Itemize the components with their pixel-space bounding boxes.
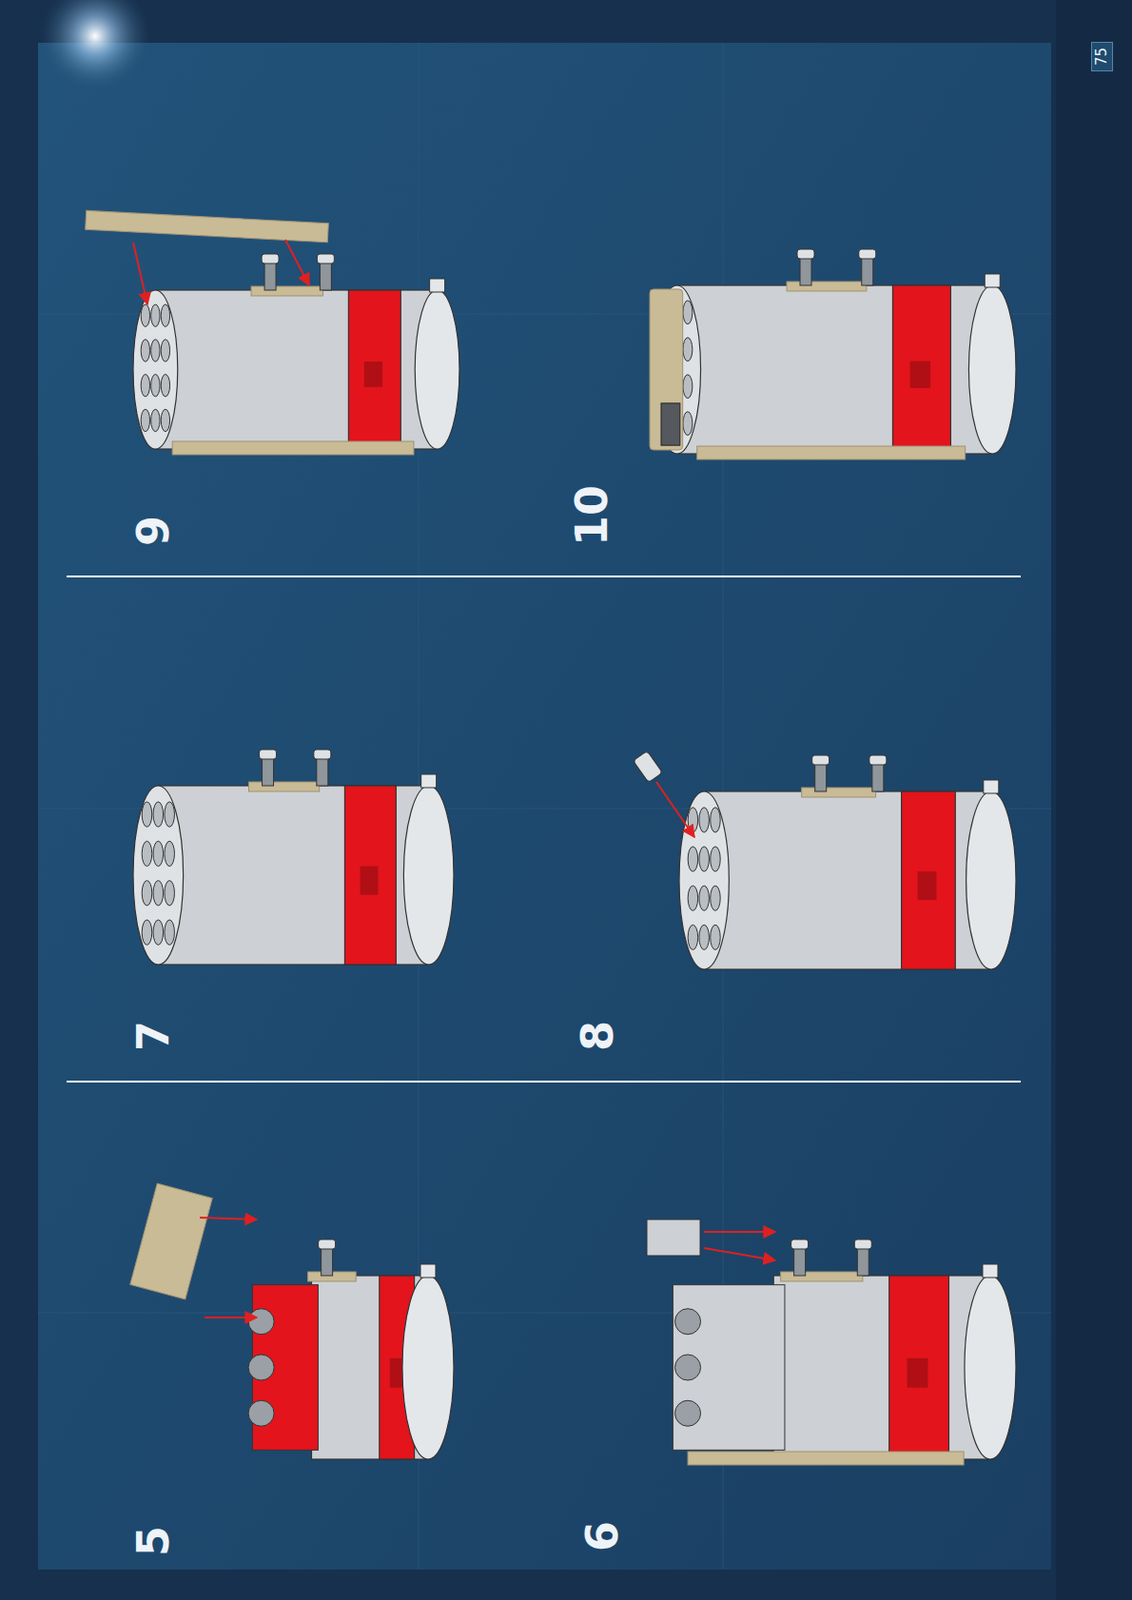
motor-model: [133, 749, 454, 965]
assembly-arrow: [199, 1217, 257, 1220]
step-number: 6: [580, 1521, 625, 1552]
assembly-arrow: [133, 242, 148, 305]
motor-model: [248, 1239, 454, 1460]
assembly-arrow: [703, 1230, 776, 1233]
step-number: 10: [569, 485, 614, 547]
motor-model: [649, 249, 1016, 460]
step-number: 8: [575, 1020, 620, 1052]
grey-brick: [646, 1219, 701, 1256]
step-number: 9: [131, 515, 176, 547]
tan-plate: [85, 210, 330, 242]
assembly-arrow: [285, 239, 310, 286]
motor-model: [679, 755, 1016, 970]
motor-model: [133, 253, 460, 455]
motor-model: [672, 1239, 1016, 1465]
step-number: 5: [131, 1525, 176, 1557]
assembly-arrow: [703, 1248, 776, 1261]
tan-plate: [130, 1183, 213, 1300]
page-number: 75: [1092, 40, 1114, 71]
assembly-arrow: [204, 1316, 257, 1319]
step-number: 7: [131, 1020, 176, 1052]
assembly-arrow: [656, 781, 695, 838]
